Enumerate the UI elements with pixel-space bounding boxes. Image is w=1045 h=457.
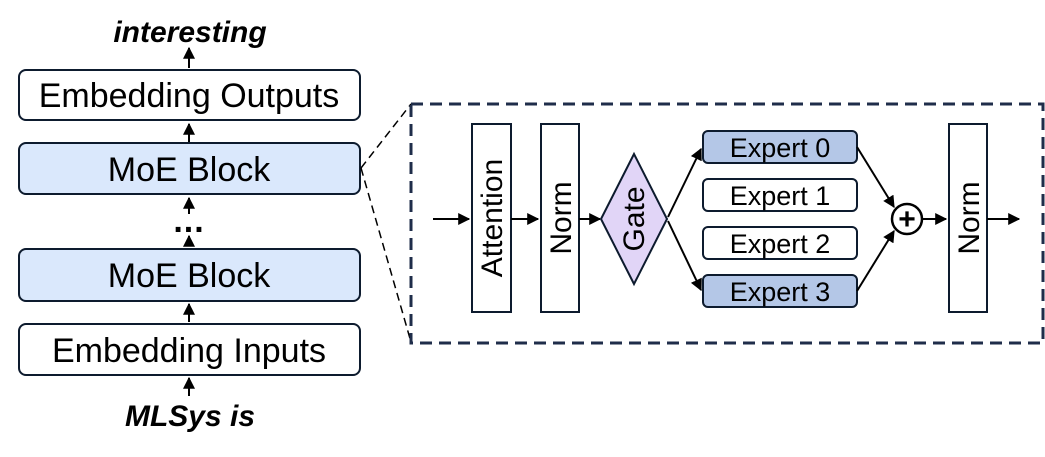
- expert-1-label: Expert 1: [730, 181, 831, 211]
- expert-2-box: [702, 226, 858, 260]
- embedding-outputs-label: Embedding Outputs: [39, 77, 340, 115]
- gate-label: Gate: [618, 186, 651, 251]
- gate-diamond: [599, 151, 669, 287]
- moe-detail-panel: [409, 102, 1045, 345]
- zoom-line-top: [360, 103, 412, 169]
- embedding-inputs-box: [18, 323, 361, 376]
- moe-block-top-label: MoE Block: [108, 151, 271, 189]
- arrow-expert-0-to-sum: [856, 146, 895, 209]
- arrow-expert-3-to-sum: [856, 229, 895, 292]
- input-token-text: MLSys is: [125, 400, 255, 433]
- norm-label-2: Norm: [953, 181, 986, 254]
- embedding-inputs-label: Embedding Inputs: [52, 332, 326, 370]
- norm-label-1: Norm: [545, 181, 578, 254]
- expert-3-label: Expert 3: [730, 277, 831, 307]
- norm-box-2: [948, 123, 988, 313]
- moe-block-top: [18, 142, 361, 195]
- expert-2-label: Expert 2: [730, 229, 831, 259]
- ellipsis-dots: ...: [173, 202, 204, 240]
- embedding-outputs-box: [18, 69, 361, 121]
- attention-label: Attention: [476, 159, 509, 277]
- arrow-gate-to-expert-0: [667, 147, 702, 218]
- expert-0-label: Expert 0: [730, 133, 831, 163]
- expert-1-box: [702, 178, 858, 212]
- zoom-line-bottom: [360, 167, 412, 343]
- moe-block-bottom: [18, 248, 361, 302]
- arrow-gate-to-expert-3: [667, 220, 702, 292]
- sum-symbol: +: [898, 203, 916, 236]
- output-token-text: interesting: [113, 16, 266, 49]
- norm-box-1: [540, 123, 580, 313]
- moe-block-bottom-label: MoE Block: [108, 257, 271, 295]
- attention-box: [471, 123, 512, 313]
